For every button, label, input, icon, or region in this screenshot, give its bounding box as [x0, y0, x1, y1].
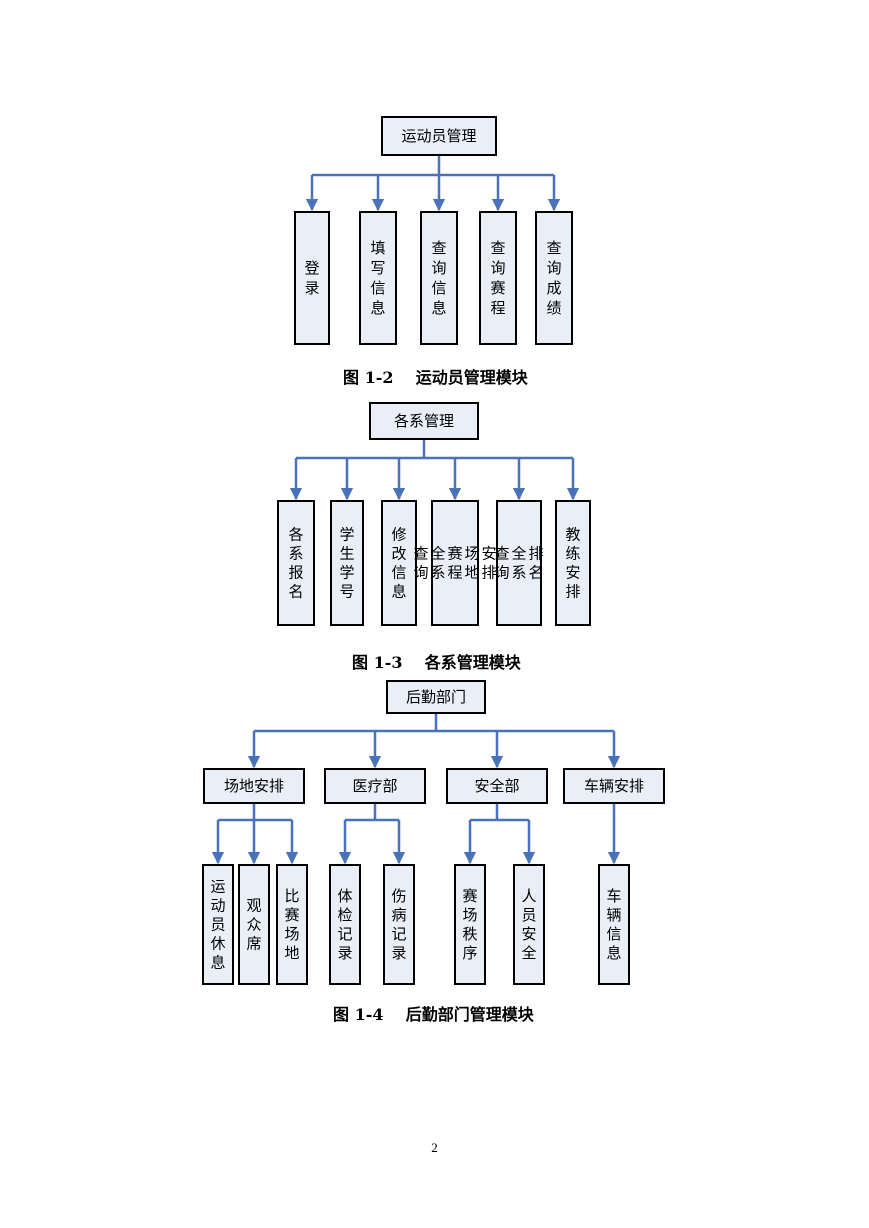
fig2-child-3: 查询赛程: [479, 211, 517, 345]
fig4-group-1: 医疗部: [324, 768, 426, 804]
figure-1-2-caption: 图 1-2 运动员管理模块: [343, 368, 528, 387]
fig3-child-4-label: 查询全系排名: [494, 545, 543, 582]
fig4-child-3-0: 车辆信息: [598, 864, 630, 985]
fig2-root-box: 运动员管理: [381, 116, 497, 156]
fig4-group-3: 车辆安排: [563, 768, 665, 804]
fig3-child-2-label: 修改信息: [391, 526, 406, 601]
fig3-child-5: 教练安排: [555, 500, 591, 626]
fig2-child-0: 登录: [294, 211, 330, 345]
fig4-child-1-0: 体检记录: [329, 864, 361, 985]
fig3-child-0-label: 各系报名: [288, 526, 303, 601]
fig4-group-1-label: 医疗部: [352, 777, 397, 795]
fig4-child-1-1: 伤病记录: [383, 864, 415, 985]
fig2-child-1: 填写信息: [359, 211, 397, 345]
fig3-child-0: 各系报名: [277, 500, 315, 626]
fig2-child-2: 查询信息: [420, 211, 458, 345]
fig2-child-0-label: 登录: [304, 259, 319, 297]
page-number: 2: [431, 1140, 438, 1155]
fig4-child-2-1: 人员安全: [513, 864, 545, 985]
fig4-child-2-0: 赛场秩序: [454, 864, 486, 985]
fig3-child-3: 查询全系赛程场地安排: [413, 500, 497, 626]
fig4-child-1-0-label: 体检记录: [337, 887, 352, 962]
fig4-child-2-1-label: 人员安全: [521, 887, 536, 962]
fig4-child-0-1-label: 观众席: [246, 897, 261, 953]
fig3-root-box-label: 各系管理: [394, 412, 454, 430]
figure-1-4-caption: 图 1-4 后勤部门管理模块: [333, 1005, 534, 1024]
fig3-root-box: 各系管理: [369, 402, 479, 440]
fig2-child-4: 查询成绩: [535, 211, 573, 345]
fig4-child-0-0-label: 运动员休息: [210, 878, 225, 972]
fig3-child-3-label: 查询全系赛程场地安排: [413, 545, 496, 582]
fig2-root-box-label: 运动员管理: [401, 127, 476, 145]
figure-1-3-caption: 图 1-3 各系管理模块: [352, 653, 521, 672]
fig2-child-2-label: 查询信息: [431, 239, 446, 317]
fig2-child-1-label: 填写信息: [370, 239, 385, 317]
fig4-child-3-0-label: 车辆信息: [606, 887, 621, 962]
fig4-child-0-2: 比赛场地: [276, 864, 308, 985]
fig3-child-5-label: 教练安排: [565, 526, 580, 601]
fig4-group-2-label: 安全部: [474, 777, 519, 795]
fig4-child-2-0-label: 赛场秩序: [462, 887, 477, 962]
fig3-child-1-label: 学生学号: [339, 526, 354, 601]
fig3-child-1: 学生学号: [330, 500, 364, 626]
fig3-child-2: 修改信息: [381, 500, 417, 626]
fig4-group-0: 场地安排: [203, 768, 305, 804]
fig3-child-4: 查询全系排名: [494, 500, 544, 626]
fig4-child-0-1: 观众席: [238, 864, 270, 985]
fig4-child-0-2-label: 比赛场地: [284, 887, 299, 962]
fig2-child-4-label: 查询成绩: [546, 239, 561, 317]
fig4-group-2: 安全部: [446, 768, 548, 804]
fig4-root-box: 后勤部门: [386, 680, 486, 714]
fig4-root-box-label: 后勤部门: [406, 688, 466, 706]
fig4-child-0-0: 运动员休息: [202, 864, 234, 985]
fig4-group-3-label: 车辆安排: [584, 777, 644, 795]
fig4-child-1-1-label: 伤病记录: [391, 887, 406, 962]
fig2-child-3-label: 查询赛程: [490, 239, 505, 317]
fig4-group-0-label: 场地安排: [224, 777, 284, 795]
